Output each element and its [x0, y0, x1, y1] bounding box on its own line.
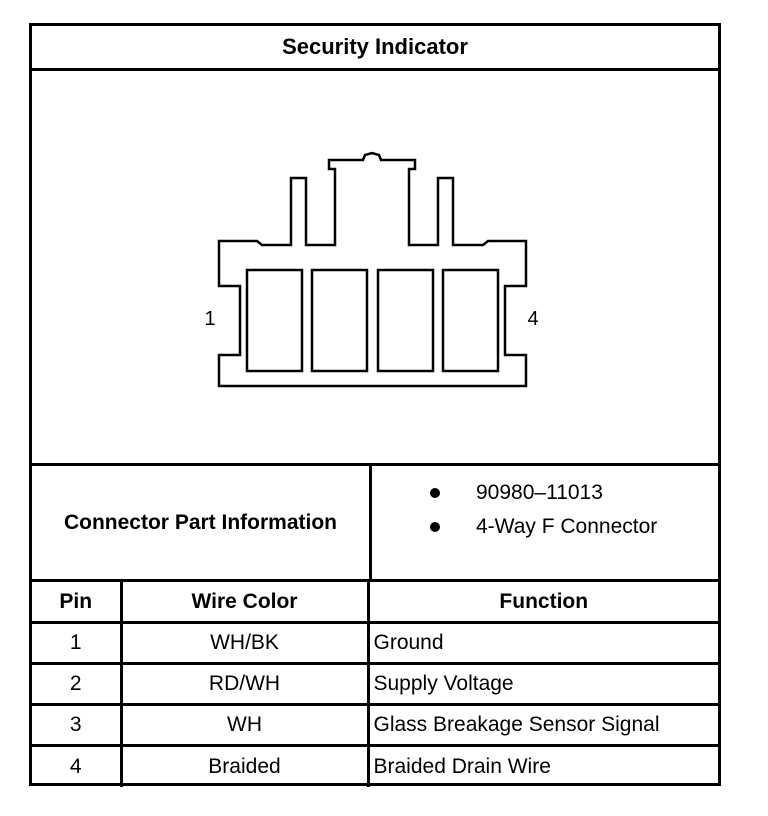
connector-info-list: 90980–11013 4-Way F Connector [372, 466, 721, 579]
part-number: 90980–11013 [476, 481, 603, 504]
cavity-2 [310, 268, 369, 373]
pin-label-right: 4 [527, 308, 538, 330]
connector-drawing: 1 4 [204, 151, 539, 388]
table-row: 1 WH/BK Ground [32, 621, 718, 665]
pin-table: Pin Wire Color Function 1 WH/BK Ground 2… [32, 579, 718, 787]
cell-wire-color: WH [119, 703, 370, 747]
info-item: 90980–11013 [372, 479, 721, 507]
cell-function: Ground [366, 621, 718, 665]
page-title: Security Indicator [32, 26, 718, 71]
connector-sheet: Security Indicator 1 4 Connector Part In… [29, 23, 721, 787]
cell-pin: 2 [32, 662, 123, 706]
connector-figure: 1 4 [32, 71, 718, 463]
header-pin: Pin [32, 579, 123, 624]
header-wire-color: Wire Color [119, 579, 370, 624]
cell-wire-color: Braided [119, 744, 370, 787]
connector-housing [217, 151, 528, 388]
cavity-3 [376, 268, 435, 373]
connector-type: 4-Way F Connector [476, 515, 658, 538]
cell-pin: 1 [32, 621, 123, 665]
table-row: 3 WH Glass Breakage Sensor Signal [32, 703, 718, 747]
bullet-icon [430, 488, 440, 498]
bullet-icon [430, 522, 440, 532]
table-header-row: Pin Wire Color Function [32, 579, 718, 624]
cell-function: Supply Voltage [366, 662, 718, 706]
connector-info-label: Connector Part Information [63, 510, 337, 534]
cavity-1 [245, 268, 304, 373]
cell-function: Braided Drain Wire [366, 744, 718, 787]
table-row: 4 Braided Braided Drain Wire [32, 744, 718, 787]
connector-part-info: Connector Part Information 90980–11013 4… [32, 463, 718, 579]
cavity-4 [441, 268, 500, 373]
info-item: 4-Way F Connector [372, 513, 721, 541]
cell-pin: 3 [32, 703, 123, 747]
cell-wire-color: RD/WH [119, 662, 370, 706]
header-function: Function [366, 579, 718, 624]
table-row: 2 RD/WH Supply Voltage [32, 662, 718, 706]
info-divider [369, 466, 372, 579]
cell-function: Glass Breakage Sensor Signal [366, 703, 718, 747]
pin-label-left: 1 [204, 308, 215, 330]
cell-pin: 4 [32, 744, 123, 787]
cell-wire-color: WH/BK [119, 621, 370, 665]
